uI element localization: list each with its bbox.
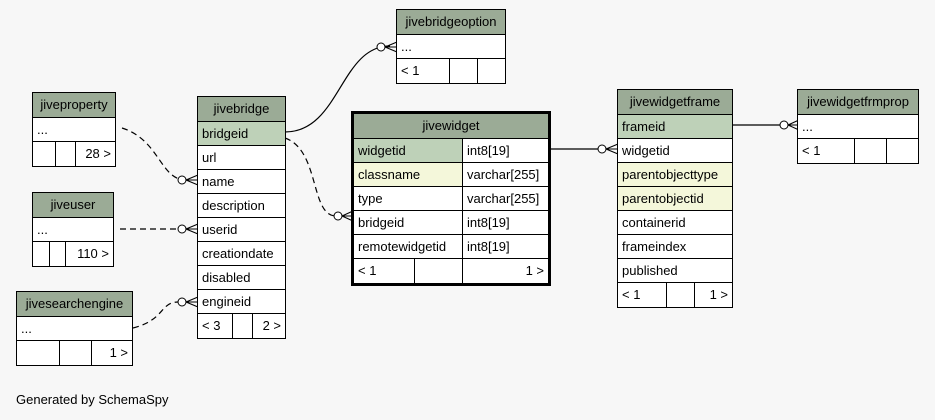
column-parentobjecttype: parentobjecttype xyxy=(622,167,719,182)
table-jivewidgetframe[interactable]: jivewidgetframe frameid widgetid parento… xyxy=(617,89,733,308)
columns-count xyxy=(49,242,65,266)
columns-count xyxy=(666,283,694,307)
columns-count xyxy=(449,59,477,83)
column-widgetid: widgetid xyxy=(622,143,670,158)
column-type: varchar[255] xyxy=(462,187,548,210)
column-type: int8[19] xyxy=(462,235,548,258)
table-jiveuser[interactable]: jiveuser ... 110 > xyxy=(32,192,114,267)
parents-count[interactable]: < 3 xyxy=(202,318,221,333)
link-jivebridge-jivewidget xyxy=(284,137,337,217)
table-jivewidget[interactable]: jivewidget widgetid int8[19] classname v… xyxy=(351,111,551,286)
column-published: published xyxy=(622,263,678,278)
column-type-name: type xyxy=(358,191,383,206)
parents-count[interactable]: < 1 xyxy=(802,143,821,158)
link-jivebridge-jivebridgeoption xyxy=(284,45,391,133)
column-parentobjectid: parentobjectid xyxy=(622,191,704,206)
parents-count[interactable]: < 1 xyxy=(358,263,377,278)
column-engineid: engineid xyxy=(202,294,252,309)
table-header: jiveproperty xyxy=(33,93,115,118)
crowfoot-icon xyxy=(185,174,199,186)
table-header: jiveuser xyxy=(33,193,113,218)
ellipsis-row: ... xyxy=(401,39,412,54)
column-remotewidgetid: remotewidgetid xyxy=(358,239,447,254)
column-type: int8[19] xyxy=(462,139,548,162)
link-end-circle xyxy=(376,42,386,52)
children-count[interactable]: 2 > xyxy=(252,314,285,338)
columns-count xyxy=(854,139,886,163)
table-header: jivewidget xyxy=(354,114,548,139)
parents-count[interactable] xyxy=(33,242,49,266)
parents-count[interactable]: < 1 xyxy=(622,287,641,302)
ellipsis-row: ... xyxy=(37,122,48,137)
ellipsis-row: ... xyxy=(802,119,813,134)
column-classname: classname xyxy=(354,163,462,186)
children-count[interactable] xyxy=(886,139,918,163)
table-header: jivesearchengine xyxy=(17,292,132,317)
link-end-circle xyxy=(333,211,343,221)
table-jivebridge[interactable]: jivebridge bridgeid url name description… xyxy=(197,96,286,339)
link-end-circle xyxy=(177,175,187,185)
table-header: jivebridgeoption xyxy=(397,10,505,35)
crowfoot-icon xyxy=(185,296,199,308)
link-end-circle xyxy=(177,297,187,307)
table-jivewidgetfrmprop[interactable]: jivewidgetfrmprop ... < 1 xyxy=(797,89,919,164)
column-url: url xyxy=(202,150,217,165)
columns-count xyxy=(414,259,462,283)
crowfoot-icon xyxy=(185,223,199,235)
children-count[interactable]: 1 > xyxy=(694,283,732,307)
column-type: varchar[255] xyxy=(462,163,548,186)
column-containerid: containerid xyxy=(622,215,686,230)
columns-count xyxy=(232,314,252,338)
generator-footer: Generated by SchemaSpy xyxy=(16,392,169,407)
parents-count[interactable] xyxy=(33,142,55,166)
crowfoot-icon xyxy=(384,41,398,53)
columns-count xyxy=(59,341,91,365)
link-end-circle xyxy=(177,224,187,234)
children-count[interactable] xyxy=(477,59,505,83)
column-disabled: disabled xyxy=(202,270,251,285)
children-count[interactable]: 110 > xyxy=(65,242,113,266)
children-count[interactable]: 1 > xyxy=(462,259,548,283)
parents-count[interactable]: < 1 xyxy=(401,63,420,78)
column-bridgeid: bridgeid xyxy=(358,215,405,230)
parents-count[interactable] xyxy=(17,341,59,365)
ellipsis-row: ... xyxy=(37,222,48,237)
crowfoot-icon xyxy=(605,143,619,155)
column-type: int8[19] xyxy=(462,211,548,234)
children-count[interactable]: 1 > xyxy=(91,341,132,365)
column-description: description xyxy=(202,198,265,213)
ellipsis-row: ... xyxy=(21,321,32,336)
column-bridgeid: bridgeid xyxy=(202,126,249,141)
children-count[interactable]: 28 > xyxy=(75,142,115,166)
column-creationdate: creationdate xyxy=(202,246,274,261)
column-widgetid: widgetid xyxy=(354,139,462,162)
column-frameid: frameid xyxy=(622,119,666,134)
table-jiveproperty[interactable]: jiveproperty ... 28 > xyxy=(32,92,116,167)
table-jivebridgeoption[interactable]: jivebridgeoption ... < 1 xyxy=(396,9,506,84)
table-header: jivewidgetfrmprop xyxy=(798,90,918,115)
column-userid: userid xyxy=(202,222,238,237)
column-name: name xyxy=(202,174,235,189)
link-jiveproperty-jivebridge xyxy=(121,127,187,181)
columns-count xyxy=(55,142,75,166)
table-jivesearchengine[interactable]: jivesearchengine ... 1 > xyxy=(16,291,133,366)
table-header: jivewidgetframe xyxy=(618,90,732,115)
table-header: jivebridge xyxy=(198,97,285,122)
column-frameindex: frameindex xyxy=(622,239,687,254)
link-end-circle xyxy=(597,144,607,154)
link-jivesearchengine-jivebridge xyxy=(132,301,179,329)
link-end-circle xyxy=(779,120,789,130)
